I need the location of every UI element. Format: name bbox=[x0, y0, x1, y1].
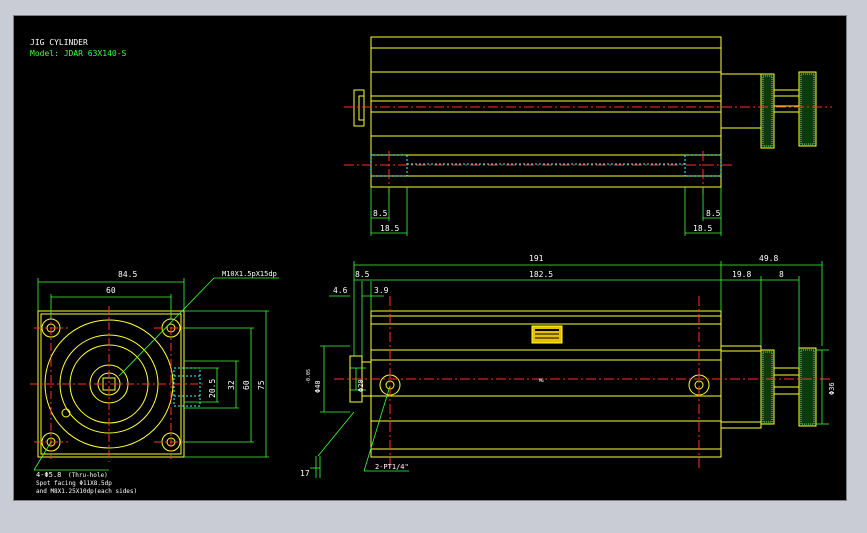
dim-3-9: 3.9 bbox=[374, 286, 389, 295]
cad-viewport[interactable]: JIG CYLINDER Model: JDAR 63X140-S bbox=[13, 15, 847, 501]
front-dimensions bbox=[310, 261, 829, 478]
end-centerlines bbox=[30, 306, 204, 462]
dim-20-5: 20.5 bbox=[208, 379, 217, 398]
front-knob-left bbox=[760, 349, 775, 425]
spot-facing-note: Spot facing Φ11X8.5dp bbox=[36, 480, 112, 487]
dim-rod-dia: Φ40 bbox=[314, 380, 322, 393]
end-hidden-port bbox=[173, 367, 201, 407]
spot-facing-note-2: and M8X1.25X10dp(each sides) bbox=[36, 488, 137, 495]
dim-tolerance: -0.05 bbox=[306, 369, 312, 384]
dim-49-8: 49.8 bbox=[759, 254, 778, 263]
front-knob-right bbox=[798, 347, 817, 427]
top-knob-right bbox=[798, 71, 817, 147]
dim-8-5: 8.5 bbox=[355, 270, 370, 279]
dim-84-5: 84.5 bbox=[118, 270, 137, 279]
hole-note: 4-Φ5.8 bbox=[36, 471, 61, 479]
dim-bore-dia: Φ20 bbox=[357, 379, 365, 392]
dim-pitch-60: 60 bbox=[106, 286, 116, 295]
dim-knob-dia: Φ36 bbox=[828, 382, 836, 395]
thread-note: M10X1.5pX15dp bbox=[222, 270, 277, 278]
drawing-model: Model: JDAR 63X140-S bbox=[30, 49, 127, 58]
top-dim-8-5-left: 8.5 bbox=[373, 209, 388, 218]
dim-19-8: 19.8 bbox=[732, 270, 751, 279]
dim-4-6: 4.6 bbox=[333, 286, 348, 295]
top-centerlines bbox=[344, 106, 832, 194]
dim-8: 8 bbox=[779, 270, 784, 279]
dim-191: 191 bbox=[529, 254, 544, 263]
front-view bbox=[349, 310, 800, 458]
drawing-title: JIG CYLINDER bbox=[30, 38, 88, 47]
center-mark: M6 bbox=[539, 378, 544, 383]
top-dim-8-5-right: 8.5 bbox=[706, 209, 721, 218]
dim-32: 32 bbox=[227, 380, 236, 390]
end-dimensions bbox=[33, 277, 279, 471]
port-note: 2-PT1/4" bbox=[375, 463, 409, 471]
top-dim-18-5-right: 18.5 bbox=[693, 224, 712, 233]
nameplate bbox=[531, 325, 563, 344]
front-centerlines bbox=[334, 296, 832, 471]
dim-182-5: 182.5 bbox=[529, 270, 553, 279]
dim-60-vertical: 60 bbox=[242, 380, 251, 390]
dim-17: 17 bbox=[300, 469, 310, 478]
hole-note-thru: (Thru-hole) bbox=[68, 472, 108, 479]
technical-drawing: JIG CYLINDER Model: JDAR 63X140-S bbox=[30, 36, 836, 495]
top-dimensions bbox=[370, 187, 722, 236]
top-dim-18-5-left: 18.5 bbox=[380, 224, 399, 233]
dim-75: 75 bbox=[257, 380, 266, 390]
top-knob-left bbox=[760, 73, 775, 149]
